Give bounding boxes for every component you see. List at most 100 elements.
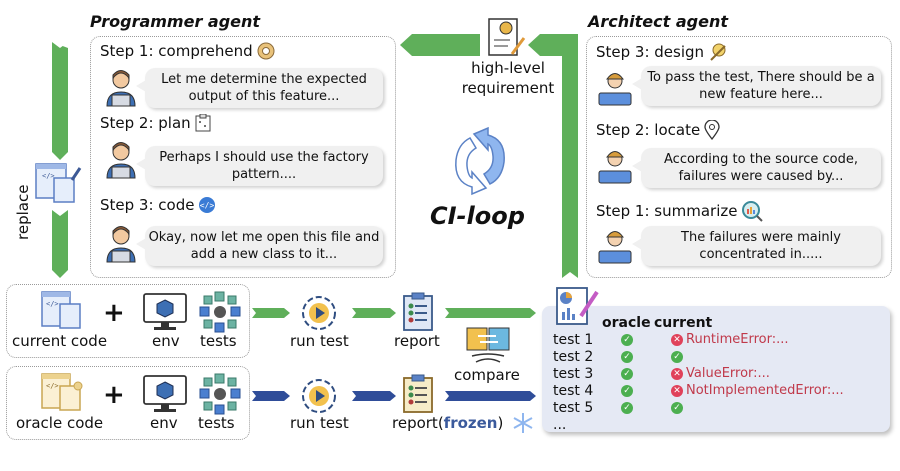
report-chart-icon <box>556 287 599 325</box>
env-label-1: env <box>152 332 180 350</box>
tests-network-icon <box>199 291 241 333</box>
pipeline2-arrow-3 <box>445 391 536 401</box>
test-name: test 5 <box>553 399 594 416</box>
current-status: ✕NotImplementedError:... <box>671 383 844 398</box>
architect-avatar-2 <box>598 151 632 184</box>
env-monitor-icon <box>143 293 187 330</box>
compare-label: compare <box>454 366 520 384</box>
header-current: current <box>654 314 713 331</box>
pass-check-icon: ✓ <box>671 350 683 363</box>
results-ellipsis: ... <box>553 416 567 433</box>
pass-check-icon: ✓ <box>621 367 633 380</box>
table-row: test 1 ✓ ✕RuntimeError:... <box>553 331 883 348</box>
error-message: RuntimeError:... <box>686 332 789 347</box>
svg-text:</>: </> <box>200 201 215 210</box>
programmer-avatar-3 <box>106 226 136 263</box>
lightbulb-pencil-icon <box>710 43 726 61</box>
programmer-avatar-1 <box>106 70 136 107</box>
magnifier-chart-icon <box>742 201 764 222</box>
plus-sign-1: + <box>103 298 125 328</box>
brain-gear-icon <box>257 42 275 60</box>
architect-step-1: Step 1: summarize <box>596 200 764 222</box>
architect-avatar-3 <box>598 231 632 264</box>
pass-check-icon: ✓ <box>621 384 633 397</box>
requirement-to-programmer-arrow <box>400 34 480 56</box>
architect-step-2-label: Step 2: locate <box>596 121 701 139</box>
left-down-arrow-top <box>52 42 68 160</box>
programmer-step-3: Step 3: code </> <box>100 196 216 214</box>
code-badge-icon: </> <box>199 197 216 213</box>
table-row: test 5✓✓ <box>553 399 883 416</box>
location-pin-icon <box>704 120 720 140</box>
architect-message-1: To pass the test, There should be a new … <box>632 66 881 106</box>
replace-label: replace <box>14 184 32 240</box>
architect-avatar-1 <box>598 73 632 106</box>
code-edit-icon: </> <box>35 163 82 203</box>
tests-label-2: tests <box>198 414 235 432</box>
env-label-2: env <box>150 414 178 432</box>
frozen-report-suffix: ) <box>497 414 504 432</box>
error-message: NotImplementedError:... <box>686 383 844 398</box>
run-test-label-2: run test <box>290 414 349 432</box>
frozen-keyword: frozen <box>443 414 498 432</box>
requirement-label-line2: requirement <box>461 79 555 97</box>
svg-text:</>: </> <box>46 382 59 390</box>
table-row: test 4 ✓ ✕NotImplementedError:... <box>553 382 883 399</box>
current-code-icon: </> <box>41 291 81 329</box>
ci-loop-label: CI-loop <box>430 202 525 230</box>
programmer-step-2-label: Step 2: plan <box>100 114 191 132</box>
pipeline1-arrow-2 <box>352 308 396 318</box>
clipboard-plan-icon <box>195 114 211 132</box>
env-monitor-icon-2 <box>143 375 187 412</box>
test-name: test 4 <box>553 382 594 399</box>
svg-text:</>: </> <box>42 172 55 180</box>
requirement-document-icon <box>488 18 526 56</box>
frozen-report-clipboard-icon <box>403 374 433 413</box>
architect-message-3: The failures were mainly concentrated in… <box>632 226 881 266</box>
programmer-step-1: Step 1: comprehend <box>100 42 275 60</box>
test-name: test 2 <box>553 348 594 365</box>
current-status: ✕RuntimeError:... <box>671 332 789 347</box>
architect-message-2: According to the source code, failures w… <box>632 148 881 188</box>
left-down-arrow-bottom <box>52 210 68 278</box>
programmer-message-2: Perhaps I should use the factory pattern… <box>136 146 383 186</box>
programmer-message-1: Let me determine the expected output of … <box>136 68 383 108</box>
report-clipboard-icon <box>403 292 433 331</box>
test-name: test 1 <box>553 331 594 348</box>
programmer-agent-title: Programmer agent <box>90 12 261 31</box>
current-code-label: current code <box>12 332 108 350</box>
results-header-row: oracle current <box>553 314 883 331</box>
table-row: test 3✓✕ValueError:... <box>553 365 883 382</box>
oracle-status: ✓ <box>617 384 671 397</box>
run-test-gear-icon-2 <box>302 379 336 413</box>
architect-step-3-label: Step 3: design <box>596 43 705 61</box>
pass-check-icon: ✓ <box>621 333 633 346</box>
fail-x-icon: ✕ <box>671 384 683 397</box>
fail-x-icon: ✕ <box>671 333 683 346</box>
run-test-label-1: run test <box>290 332 349 350</box>
architect-step-3: Step 3: design <box>596 42 728 62</box>
tests-network-icon-2 <box>199 373 241 415</box>
left-down-arrow-top-notch <box>52 42 68 48</box>
pass-check-icon: ✓ <box>621 401 633 414</box>
report-label-1: report <box>394 332 440 350</box>
table-row: test 2✓✓ <box>553 348 883 365</box>
ci-loop-icon <box>455 126 505 196</box>
current-status: ✕ValueError:... <box>671 366 770 381</box>
oracle-code-label: oracle code <box>16 414 104 432</box>
pipeline2-arrow-2 <box>352 391 396 401</box>
error-message: ValueError:... <box>686 366 770 381</box>
header-oracle: oracle <box>602 314 651 331</box>
architect-agent-title: Architect agent <box>588 12 728 31</box>
test-results-table: oracle current test 1✓✕RuntimeError:...t… <box>553 314 883 433</box>
architect-to-requirement-arrow <box>528 34 578 278</box>
test-results-panel <box>542 306 890 432</box>
pipeline1-arrow-1 <box>252 308 290 318</box>
oracle-status: ✓ <box>617 401 671 414</box>
architect-step-2: Step 2: locate <box>596 120 720 140</box>
plus-sign-2: + <box>103 380 125 410</box>
compare-icon <box>466 327 510 363</box>
snowflake-icon <box>513 413 533 433</box>
pipeline2-arrow-1 <box>252 391 290 401</box>
programmer-step-1-label: Step 1: comprehend <box>100 42 253 60</box>
